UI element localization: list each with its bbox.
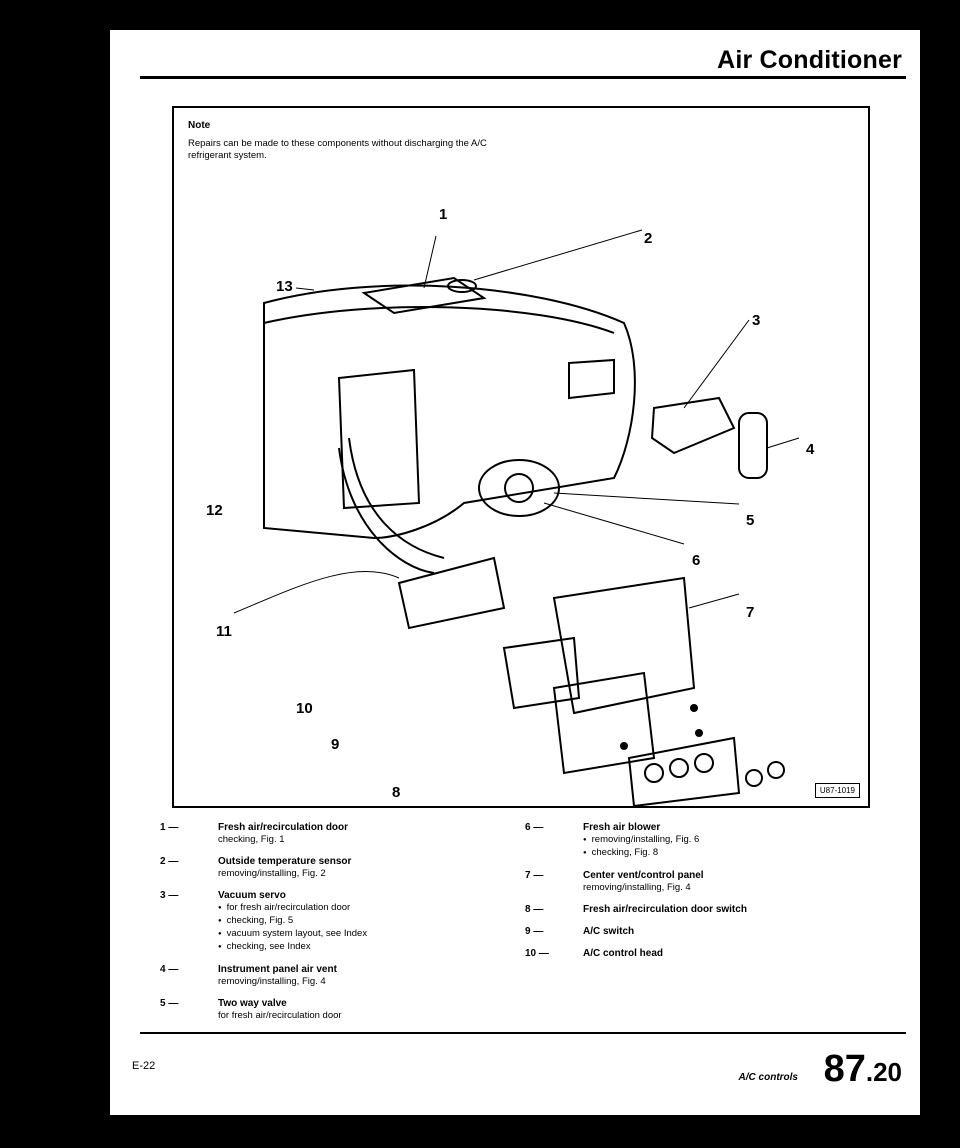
legend-left: 1 — Fresh air/recirculation door checkin…	[160, 822, 460, 1032]
legend-title: Fresh air blower	[583, 822, 661, 833]
callout-13: 13	[276, 278, 293, 295]
header-rule	[140, 76, 906, 79]
legend-item: 10 — A/C control head	[525, 948, 855, 960]
legend-item: 5 — Two way valve for fresh air/recircul…	[160, 998, 460, 1022]
instrument-panel-vent	[738, 412, 768, 479]
callout-1: 1	[439, 206, 448, 223]
figure-id: U87-1019	[814, 783, 860, 798]
figure-frame: Note Repairs can be made to these compon…	[172, 106, 870, 808]
callout-9: 9	[331, 736, 340, 753]
legend-item: 2 — Outside temperature sensor removing/…	[160, 856, 460, 880]
note-heading: Note	[188, 120, 211, 131]
leader-11	[233, 570, 400, 614]
legend-detail: for fresh air/recirculation door	[218, 902, 460, 915]
legend-item: 3 — Vacuum servo for fresh air/recircula…	[160, 890, 460, 954]
callout-4: 4	[806, 441, 815, 458]
exploded-diagram	[233, 229, 800, 806]
dashboard-top	[263, 306, 615, 334]
control-head-bottom	[627, 736, 741, 806]
top-cover	[361, 276, 487, 315]
note-body: Repairs can be made to these components …	[188, 138, 487, 161]
control-head-left	[397, 556, 506, 630]
center-vent-panel	[552, 576, 696, 715]
legend-item: 9 — A/C switch	[525, 926, 855, 938]
legend-title: A/C switch	[583, 926, 635, 937]
legend-detail: removing/installing, Fig. 6	[583, 834, 855, 847]
callout-8: 8	[392, 784, 401, 801]
legend-detail: removing/installing, Fig. 4	[218, 976, 326, 987]
leader-4	[766, 437, 800, 449]
legend-title: Fresh air/recirculation door	[218, 822, 349, 833]
fresh-air-blower	[478, 459, 560, 517]
leader-1	[423, 235, 437, 289]
outside-sensor	[447, 279, 477, 293]
callout-10: 10	[296, 700, 313, 717]
footer-code: E-22	[132, 1060, 156, 1072]
page-number: 87.20	[824, 1048, 902, 1091]
legend-title: Two way valve	[218, 998, 287, 1009]
legend-title: A/C control head	[583, 948, 664, 959]
callout-5: 5	[746, 512, 755, 529]
callout-2: 2	[644, 230, 653, 247]
leader-7	[688, 593, 740, 609]
legend-detail: checking, see Index	[218, 941, 460, 954]
legend-detail: checking, Fig. 5	[218, 915, 460, 928]
legend-detail: for fresh air/recirculation door	[218, 1010, 342, 1021]
dashboard-vent	[568, 358, 615, 400]
legend-item: 1 — Fresh air/recirculation door checkin…	[160, 822, 460, 846]
callout-12: 12	[206, 502, 223, 519]
page-number-main: 87	[823, 1048, 866, 1090]
leader-5	[553, 492, 740, 505]
callout-6: 6	[692, 552, 701, 569]
legend-detail: removing/installing, Fig. 2	[218, 868, 326, 879]
vacuum-servo	[650, 396, 736, 455]
footer-rule	[140, 1032, 906, 1034]
footer-section: A/C controls	[738, 1072, 798, 1083]
leader-3	[683, 319, 750, 409]
legend-detail: checking, Fig. 1	[218, 834, 285, 845]
callout-3: 3	[752, 312, 761, 329]
legend-detail: vacuum system layout, see Index	[218, 928, 460, 941]
legend-title: Outside temperature sensor	[218, 856, 352, 867]
legend-title: Center vent/control panel	[583, 870, 704, 881]
legend-detail: removing/installing, Fig. 4	[583, 882, 691, 893]
leader-13	[295, 287, 315, 291]
legend-title: Fresh air/recirculation door switch	[583, 904, 747, 915]
callout-7: 7	[746, 604, 755, 621]
page-number-sub: .20	[865, 1057, 902, 1087]
legend-item: 7 — Center vent/control panel removing/i…	[525, 870, 855, 894]
leader-6	[543, 502, 685, 545]
dashboard-cutout	[337, 368, 421, 510]
legend-item: 6 — Fresh air blower removing/installing…	[525, 822, 855, 860]
leader-2	[473, 229, 643, 281]
lower-bracket	[552, 671, 656, 775]
legend-title: Vacuum servo	[218, 890, 286, 901]
page-title: Air Conditioner	[717, 46, 902, 74]
callout-11: 11	[216, 623, 232, 640]
legend-item: 4 — Instrument panel air vent removing/i…	[160, 964, 460, 988]
legend-item: 8 — Fresh air/recirculation door switch	[525, 904, 855, 916]
legend-detail: checking, Fig. 8	[583, 847, 855, 860]
manual-page: Air Conditioner Note Repairs can be made…	[110, 30, 920, 1115]
legend-title: Instrument panel air vent	[218, 964, 337, 975]
legend-right: 6 — Fresh air blower removing/installing…	[525, 822, 855, 970]
